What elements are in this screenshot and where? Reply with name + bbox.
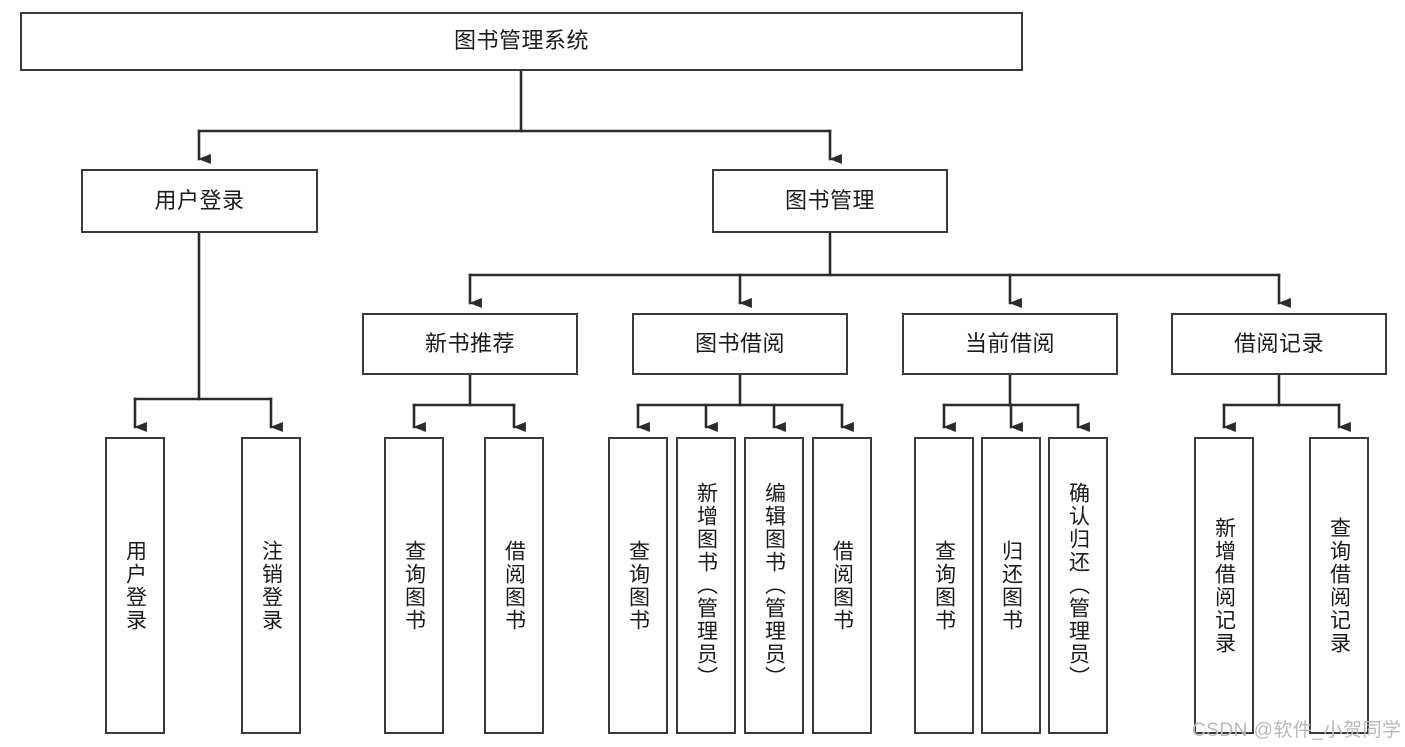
node-label: 用户登录: [154, 187, 245, 213]
node-label: 图书借阅: [694, 330, 785, 356]
node-label: 用户登录: [123, 539, 147, 632]
node-user-login[interactable]: 用户登录: [81, 169, 318, 233]
node-label: 查询图书: [402, 539, 426, 632]
leaf-book-borrow-edit-book-admin[interactable]: 编辑图书（管理员）: [744, 437, 804, 734]
node-borrow-records[interactable]: 借阅记录: [1171, 313, 1387, 375]
node-label: 当前借阅: [964, 330, 1055, 356]
node-label: 借阅图书: [830, 539, 854, 632]
node-root-book-management-system[interactable]: 图书管理系统: [20, 12, 1023, 71]
node-label: 新书推荐: [424, 330, 515, 356]
leaf-current-borrow-return-book[interactable]: 归还图书: [981, 437, 1041, 734]
node-new-book-recommend[interactable]: 新书推荐: [362, 313, 578, 375]
node-label: 新增借阅记录: [1212, 516, 1236, 655]
node-label: 借阅记录: [1233, 330, 1324, 356]
node-label: 查询图书: [626, 539, 650, 632]
leaf-new-book-borrow-book[interactable]: 借阅图书: [484, 437, 544, 734]
leaf-current-borrow-confirm-return-admin[interactable]: 确认归还（管理员）: [1048, 437, 1108, 734]
node-book-borrow[interactable]: 图书借阅: [632, 313, 848, 375]
leaf-borrow-records-add-record[interactable]: 新增借阅记录: [1194, 437, 1254, 734]
leaf-new-book-query-book[interactable]: 查询图书: [384, 437, 444, 734]
leaf-current-borrow-query-book[interactable]: 查询图书: [914, 437, 974, 734]
node-book-management[interactable]: 图书管理: [712, 169, 948, 233]
node-label: 查询借阅记录: [1327, 516, 1351, 655]
node-label: 编辑图书（管理员）: [762, 482, 786, 689]
leaf-user-login-login[interactable]: 用户登录: [105, 437, 165, 734]
node-label: 归还图书: [999, 539, 1023, 632]
leaf-book-borrow-add-book-admin[interactable]: 新增图书（管理员）: [676, 437, 736, 734]
leaf-book-borrow-query-book[interactable]: 查询图书: [608, 437, 668, 734]
node-label: 确认归还（管理员）: [1066, 482, 1090, 689]
leaf-user-login-logout[interactable]: 注销登录: [241, 437, 301, 734]
node-label: 查询图书: [932, 539, 956, 632]
csdn-watermark: CSDN @软件_小贺同学: [1192, 720, 1402, 741]
node-label: 图书管理: [784, 187, 875, 213]
leaf-book-borrow-borrow-book[interactable]: 借阅图书: [812, 437, 872, 734]
node-current-borrow[interactable]: 当前借阅: [902, 313, 1118, 375]
node-label: 图书管理系统: [453, 28, 589, 54]
node-label: 注销登录: [259, 539, 283, 632]
leaf-borrow-records-query-record[interactable]: 查询借阅记录: [1309, 437, 1369, 734]
node-label: 借阅图书: [502, 539, 526, 632]
node-label: 新增图书（管理员）: [694, 482, 718, 689]
